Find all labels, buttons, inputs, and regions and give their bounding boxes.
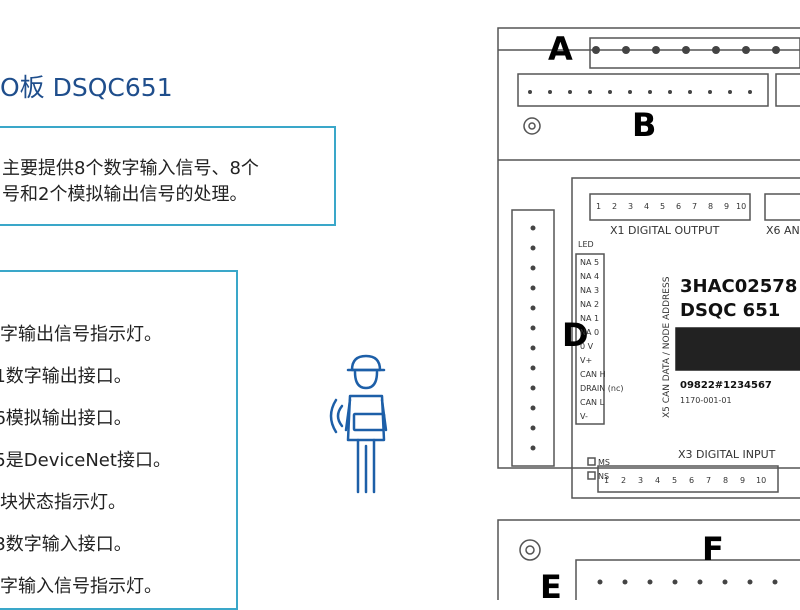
serial-number: 09822#1234567 [680,380,772,391]
x6-label: X6 AN [766,224,800,237]
x5-pin-5: NA 1 [580,314,600,323]
x5-pin-7: 0 V [580,342,594,351]
intro-line-2: 号和2个模拟输出信号的处理。 [2,184,248,205]
intro-line-1: 主要提供8个数字输入信号、8个 [2,158,259,179]
led-label: LED [578,240,594,249]
x3-pin-6: 6 [689,476,695,485]
legend-item-7: 数字输入信号指示灯。 [0,576,162,597]
marker-e: E [540,568,562,600]
x1-pin-8: 8 [708,202,714,211]
x3-pin-2: 2 [621,476,627,485]
x3-label: X3 DIGITAL INPUT [678,448,776,461]
legend-item-5: 模块状态指示灯。 [0,492,126,513]
x1-pin-6: 6 [676,202,682,211]
status-led-ms: MS [598,458,610,467]
x1-pin-9: 9 [724,202,730,211]
x5-pin-9: CAN H [580,370,606,379]
x5-pin-2: NA 4 [580,272,600,281]
legend-item-2: X1数字输出接口。 [0,366,132,387]
x1-pin-5: 5 [660,202,666,211]
slide-title: O板 DSQC651 [0,73,173,102]
x5-pin-10: DRAIN (nc) [580,384,624,393]
board-drawing [497,27,800,600]
x5-pin-4: NA 2 [580,300,600,309]
legend-item-4: X5是DeviceNet接口。 [0,450,171,471]
marker-d: D [562,316,589,354]
intro-box: 主要提供8个数字输入信号、8个 号和2个模拟输出信号的处理。 [0,126,336,226]
x1-pin-2: 2 [612,202,618,211]
model-number: DSQC 651 [680,300,781,321]
x1-pin-4: 4 [644,202,650,211]
dsqc651-board-illustration: A B D F E X1 DIGITAL OUTPUT X6 AN LED X3… [480,0,800,600]
x1-pin-7: 7 [692,202,698,211]
x3-pin-4: 4 [655,476,661,485]
x3-pin-1: 1 [604,476,610,485]
legend-box: 数字输出信号指示灯。 X1数字输出接口。 X6模拟输出接口。 X5是Device… [0,270,238,610]
part-number: 3HAC02578 [680,276,798,297]
x5-pin-1: NA 5 [580,258,600,267]
status-led-ns: NS [598,472,610,481]
x5-pin-8: V+ [580,356,593,365]
legend-item-3: X6模拟输出接口。 [0,408,132,429]
legend-item-6: X3数字输入接口。 [0,534,132,555]
x1-pin-3: 3 [628,202,634,211]
x5-pin-6: NA 0 [580,328,600,337]
x1-pin-10: 10 [736,202,747,211]
worker-with-tablet-icon [329,354,388,494]
x5-label: X5 CAN DATA / NODE ADDRESS [662,276,672,418]
marker-a: A [548,30,573,68]
x1-label: X1 DIGITAL OUTPUT [610,224,720,237]
x5-pin-11: CAN L [580,398,605,407]
x3-pin-10: 10 [756,476,767,485]
legend-item-1: 数字输出信号指示灯。 [0,324,162,345]
x3-pin-8: 8 [723,476,729,485]
x1-pin-1: 1 [596,202,602,211]
x3-pin-3: 3 [638,476,644,485]
x3-pin-7: 7 [706,476,712,485]
sub-serial: 1170-001-01 [680,396,732,405]
x5-pin-3: NA 3 [580,286,600,295]
x5-pin-12: V- [580,412,588,421]
x3-pin-9: 9 [740,476,746,485]
x3-pin-5: 5 [672,476,678,485]
marker-f: F [702,530,724,568]
marker-b: B [632,106,657,144]
